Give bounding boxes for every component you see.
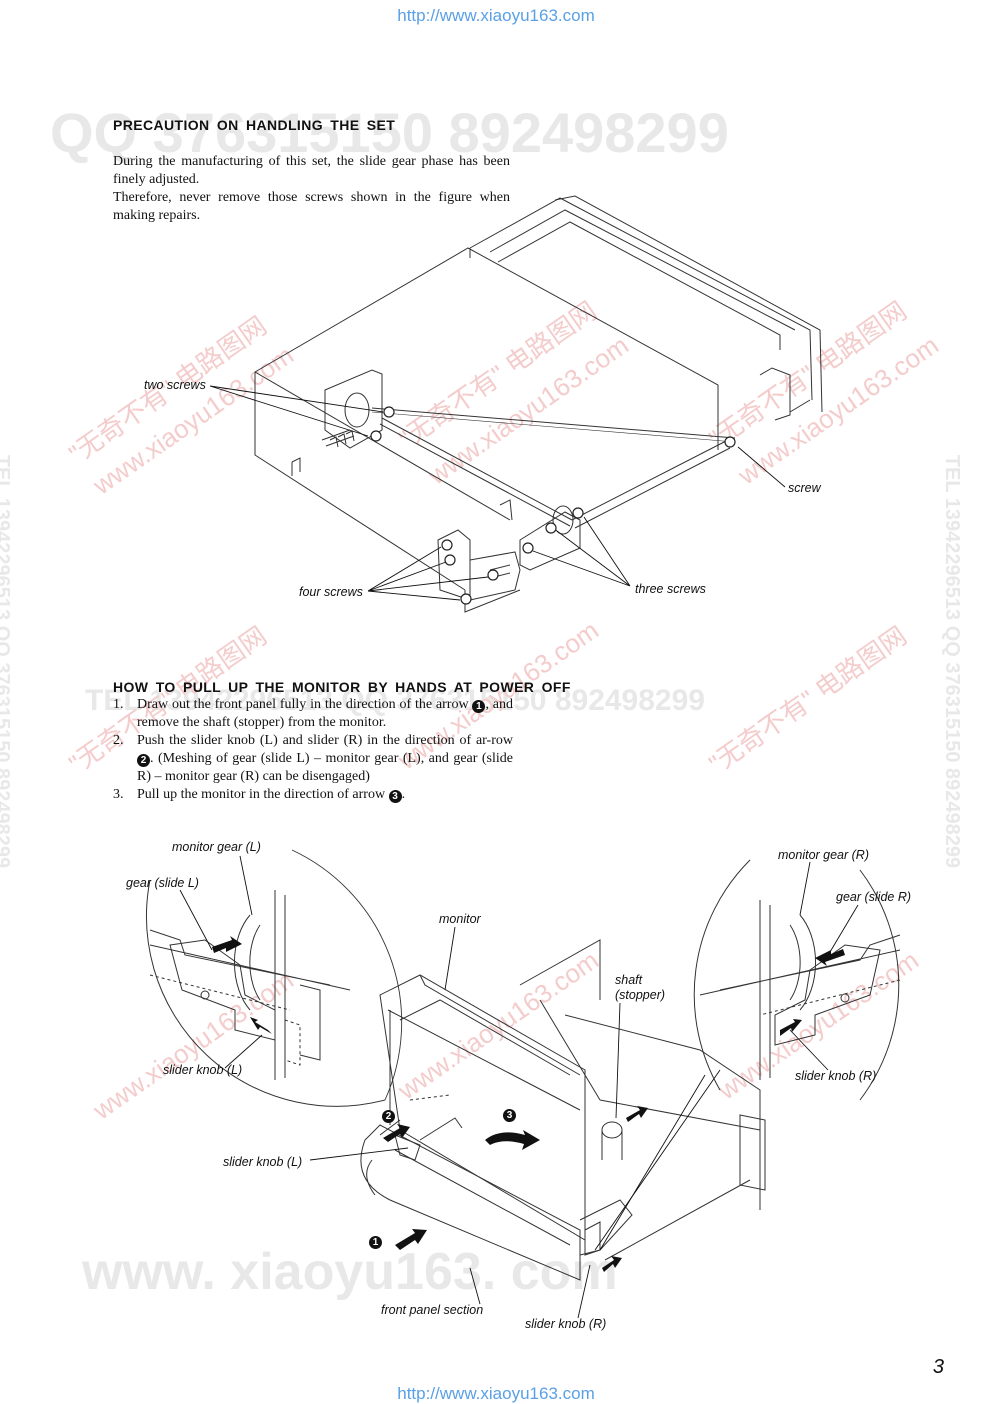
procedure-steps: 1. Draw out the front panel fully in the … [113, 696, 513, 804]
step-3-text-a: Pull up the monitor in the direction of … [137, 787, 389, 802]
section-title-precaution: PRECAUTION ON HANDLING THE SET [113, 117, 396, 133]
figure-marker-3-icon: 3 [503, 1109, 516, 1122]
section-title-pull-up-monitor: HOW TO PULL UP THE MONITOR BY HANDS AT P… [113, 679, 571, 695]
step-3-number: 3. [113, 787, 124, 802]
step-2-text-a: Push the slider knob (L) and slider (R) … [137, 733, 513, 748]
label-monitor: monitor [439, 912, 481, 926]
label-slider-knob-r: slider knob (R) [525, 1317, 607, 1331]
label-screw: screw [788, 481, 821, 495]
precaution-paragraph-1: During the manufacturing of this set, th… [113, 154, 510, 187]
step-1-number: 1. [113, 697, 124, 712]
label-front-panel-section: front panel section [381, 1303, 484, 1317]
label-monitor-gear-r: monitor gear (R) [778, 848, 869, 862]
arrow-3-marker-icon: 3 [388, 790, 402, 803]
label-gear-slide-l: gear (slide L) [126, 876, 199, 890]
watermark-bottom-site: www. xiaoyu163. com [82, 1243, 618, 1301]
arrow-2-marker-icon: 2 [137, 754, 150, 767]
label-slider-knob-r-inset: slider knob (R) [795, 1069, 877, 1083]
step-3: 3. Pull up the monitor in the direction o… [113, 786, 513, 804]
step-3-text-b: . [401, 787, 406, 802]
step-2-text-b: . (Meshing of gear (slide L) – monitor g… [137, 751, 513, 784]
header-url[interactable]: http://www.xiaoyu163.com [397, 6, 595, 25]
label-three-screws: three screws [635, 582, 706, 596]
step-2: 2. Push the slider knob (L) and slider (R… [113, 732, 513, 786]
label-shaft: shaft [615, 973, 643, 987]
figure-marker-1-icon: 1 [369, 1236, 382, 1249]
footer-url[interactable]: http://www.xiaoyu163.com [397, 1384, 595, 1403]
page-number: 3 [932, 1356, 944, 1378]
label-two-screws: two screws [144, 378, 206, 392]
step-1-text-b: , and remove the shaft (stopper) from th… [137, 697, 514, 730]
precaution-text: During the manufacturing of this set, th… [113, 153, 510, 225]
label-stopper: (stopper) [615, 988, 666, 1002]
step-1-text-a: Draw out the front panel fully in the di… [137, 697, 473, 712]
watermark-middle-qq: TEL 13942296513 QQ 376315150 892498299 [85, 684, 705, 717]
watermark-top-qq: QQ 376315150 892498299 [50, 101, 729, 164]
label-slider-knob-l: slider knob (L) [223, 1155, 303, 1169]
precaution-paragraph-2: Therefore, never remove those screws sho… [113, 190, 510, 223]
label-four-screws: four screws [299, 585, 363, 599]
step-2-number: 2. [113, 733, 124, 748]
step-1: 1. Draw out the front panel fully in the … [113, 696, 513, 732]
label-gear-slide-r: gear (slide R) [836, 890, 912, 904]
figure-marker-2-icon: 2 [382, 1110, 395, 1123]
arrow-1-marker-icon: 1 [472, 700, 486, 713]
label-slider-knob-l-inset: slider knob (L) [163, 1063, 243, 1077]
label-monitor-gear-l: monitor gear (L) [172, 840, 261, 854]
